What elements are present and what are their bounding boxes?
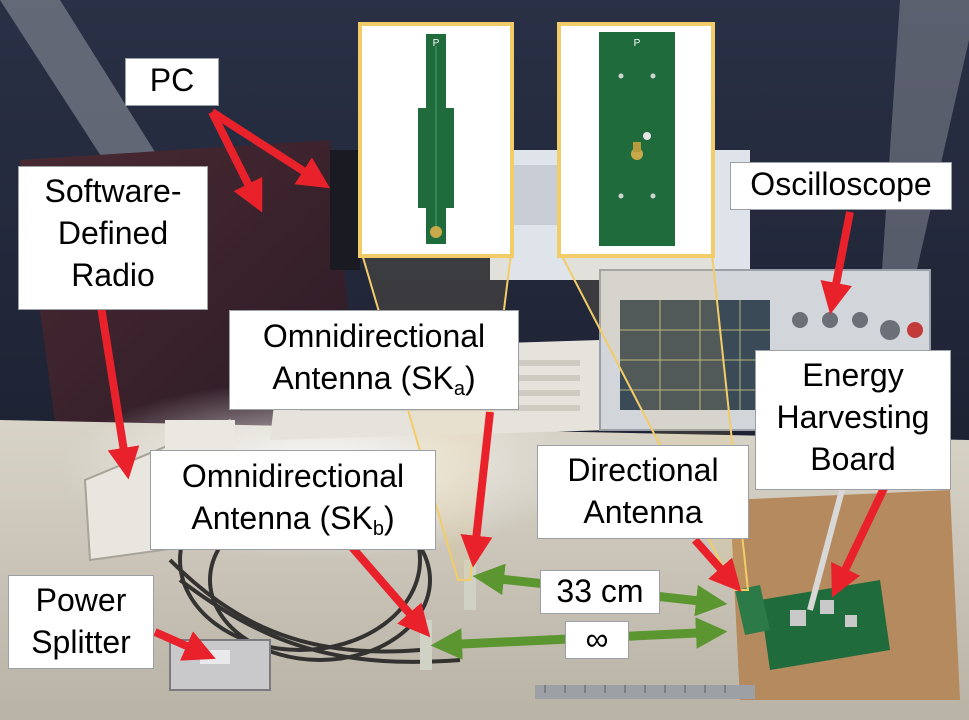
omni-a-label-line2: Antenna (SKa) [234,357,514,399]
sdr-label-line2: Defined [57,215,169,251]
omni-antenna-inset: P [358,22,514,258]
power-splitter-label-line1: Power [35,582,127,618]
sdr-label-line1: Software- [44,173,182,209]
directional-antenna-pcb: P [599,32,675,246]
power-splitter-arrow [153,628,216,661]
sdr-arrow [96,299,140,480]
omni-a-label-prefix: Antenna (SK [272,360,454,396]
oscilloscope-arrow [820,211,854,315]
directional-label: Directional Antenna [537,445,749,539]
omni-a-arrow [460,411,494,568]
oscilloscope-label-text: Oscilloscope [750,166,932,202]
distance-33cm-label: 33 cm [540,570,660,614]
sdr-label-line3: Radio [71,257,155,293]
sdr-label: Software- Defined Radio [18,166,208,310]
power-splitter-label: Power Splitter [8,575,154,669]
distance-33cm-text: 33 cm [556,573,644,609]
omni-b-label-line2: Antenna (SKb) [155,497,431,539]
energy-board-arrow [831,484,889,598]
omni-antenna-pcb: P [418,34,454,244]
omni-a-label-suffix: ) [464,360,476,396]
distance-infinity-label: ∞ [565,621,629,659]
omni-a-label: Omnidirectional Antenna (SKa) [229,310,519,410]
energy-board-label-line2: Harvesting [776,399,930,435]
omni-b-label-line1: Omnidirectional [181,458,405,494]
energy-board-label-line1: Energy [802,357,904,393]
directional-arrow [692,537,742,593]
omni-b-label-prefix: Antenna (SK [191,500,373,536]
pc-arrow-monitor [209,108,331,189]
omni-b-arrow [346,542,431,638]
directional-logo-text: P [634,38,641,49]
oscilloscope-label: Oscilloscope [730,162,952,210]
pc-arrow-screen [208,110,263,213]
distance-infinity-text: ∞ [585,621,609,657]
omni-a-label-line1: Omnidirectional [262,318,486,354]
directional-antenna-inset: P [557,22,715,258]
directional-label-line1: Directional [567,452,719,488]
omni-logo-text: P [433,38,440,49]
energy-board-label-line3: Board [810,441,896,477]
pc-label-text: PC [149,62,195,98]
omni-a-label-subscript: a [453,378,465,400]
pc-label: PC [125,58,219,106]
omni-b-label: Omnidirectional Antenna (SKb) [150,450,436,550]
energy-board-label: Energy Harvesting Board [755,350,951,490]
power-splitter-label-line2: Splitter [31,624,131,660]
omni-b-label-suffix: ) [383,500,395,536]
directional-label-line2: Antenna [583,494,703,530]
omni-b-label-subscript: b [372,518,384,540]
